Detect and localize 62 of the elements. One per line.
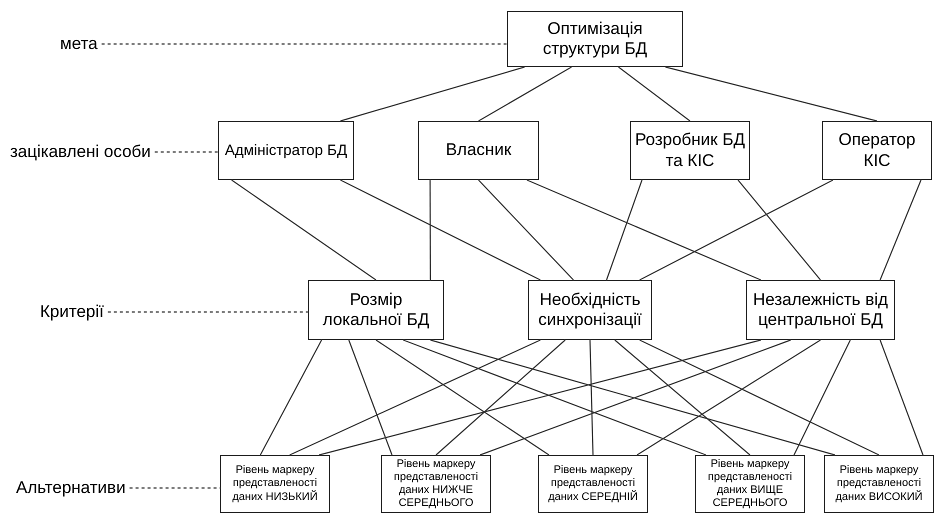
box-text: Оператор КІС: [838, 130, 916, 171]
connector-line: [589, 340, 594, 456]
box-text: Незалежність від центральної БД: [752, 290, 889, 330]
alternative-box: [695, 455, 805, 513]
connector-line: [618, 66, 690, 122]
connector-line: [436, 340, 566, 456]
stakeholder-box: [418, 121, 539, 180]
connector-line: [231, 180, 376, 280]
connector-line: [348, 340, 393, 456]
box-text: Рівень маркеру представленості даних ВИСОКИЙ: [834, 464, 924, 504]
leader-line: [102, 43, 507, 45]
criterion-box: [746, 280, 895, 340]
connector-line: [376, 340, 550, 456]
connector-line: [738, 180, 821, 280]
goal-box: [507, 11, 683, 67]
connector-line: [478, 66, 572, 122]
connector-line: [430, 339, 836, 456]
leader-line: [108, 311, 308, 313]
connector-line: [260, 340, 322, 456]
stakeholder-box: [822, 121, 932, 180]
box-text: Оптимізація структури БД: [542, 18, 648, 60]
box-text: Власник: [446, 140, 512, 161]
alternative-box: [538, 455, 648, 513]
connector-line: [430, 180, 431, 280]
connector-line: [340, 66, 525, 122]
box-text: Адміністратор БД: [224, 142, 348, 160]
alternative-box: [220, 455, 330, 513]
leader-line: [154, 151, 218, 153]
connector-line: [639, 339, 880, 456]
stakeholder-box: [630, 121, 750, 180]
box-text: Необхідність синхронізації: [537, 290, 643, 330]
box-text: Розробник БД та КІС: [634, 130, 746, 171]
alternative-box: [824, 455, 934, 513]
level-label: Альтернативи: [16, 477, 146, 499]
alternative-box: [381, 455, 491, 513]
connector-line: [480, 339, 791, 456]
criterion-box: [308, 280, 444, 340]
box-text: Рівень маркеру представленості даних НИЗЬКИЙ: [231, 464, 319, 504]
connector-line: [606, 180, 643, 280]
level-label: зацікавлені особи: [10, 141, 162, 163]
box-text: Розмір локальної БД: [322, 290, 430, 330]
box-text: Рівень маркеру представленості даних ВИЩЕ СЕРЕДНЬОГО: [706, 458, 794, 510]
level-label: Критерії: [40, 301, 120, 323]
connector-line: [402, 339, 706, 456]
connector-line: [793, 340, 851, 456]
connector-line: [614, 340, 750, 456]
connector-line: [526, 179, 762, 281]
connector-line: [318, 339, 762, 456]
connector-line: [880, 180, 922, 280]
leader-line: [130, 487, 220, 489]
connector-line: [665, 66, 878, 122]
stakeholder-box: [218, 121, 354, 180]
level-label: мета: [60, 33, 110, 55]
connector-line: [340, 179, 541, 281]
criterion-box: [528, 280, 652, 340]
connector-line: [639, 179, 834, 281]
connector-line: [289, 339, 541, 456]
connector-line: [880, 340, 924, 456]
connector-line: [478, 180, 574, 280]
box-text: Рівень маркеру представленості даних НИЖЧЕ СЕРЕДНЬОГО: [392, 458, 480, 510]
connector-line: [636, 340, 821, 456]
box-text: Рівень маркеру представленості даних СЕРЕДНІЙ: [547, 464, 639, 504]
